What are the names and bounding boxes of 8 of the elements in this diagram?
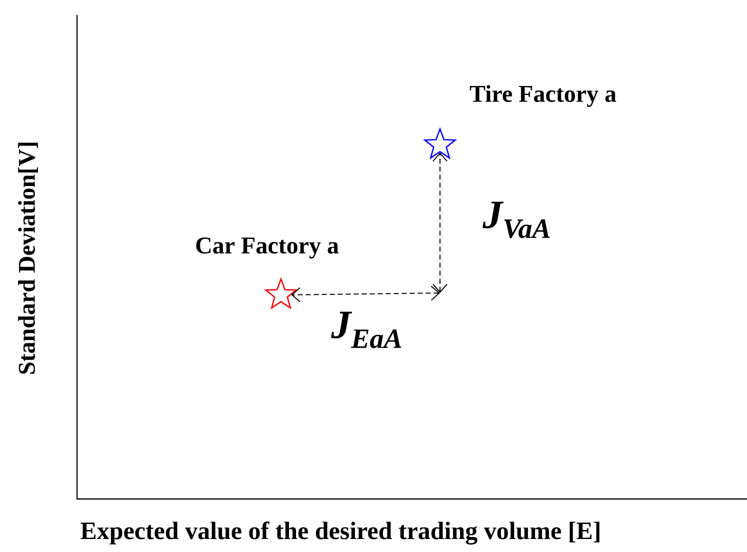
edge-label: J$_{EaA}$ [331, 312, 402, 348]
point-label: Car Factory a [196, 237, 339, 259]
axis-label: Expected value of the desired trading volume [E] [80, 521, 600, 545]
axis-label: Standard Deviation[V] [18, 142, 38, 374]
point-label: Tire Factory a [470, 85, 616, 107]
double-arrow [291, 286, 440, 302]
double-arrow [432, 152, 448, 293]
edge-label: J$_{VaA}$ [482, 202, 550, 238]
